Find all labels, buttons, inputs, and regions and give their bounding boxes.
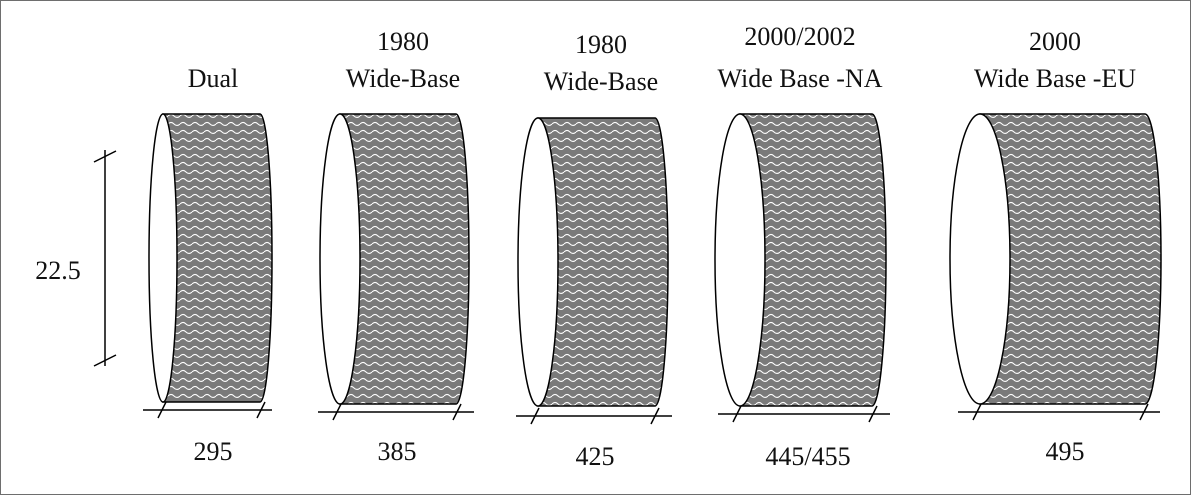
width-tick-left	[332, 403, 342, 421]
tire-title-line2: Wide-Base	[544, 67, 658, 96]
tire-2000-2002-wide-base-na: 2000/2002 Wide Base -NA 445/455	[714, 22, 890, 471]
tire-tread	[979, 113, 1162, 405]
tire-sidewall	[517, 117, 559, 407]
width-label: 295	[194, 437, 233, 466]
width-tick-right	[868, 405, 878, 423]
tire-title-line2: Wide-Base	[346, 64, 460, 93]
height-tick-top	[93, 150, 117, 163]
width-label: 425	[576, 442, 615, 471]
height-label: 22.5	[35, 256, 81, 285]
tire-title-line2: Wide Base -EU	[974, 64, 1136, 93]
tire-tread	[339, 113, 470, 405]
tire-sidewall	[148, 113, 178, 403]
tire-title-line1: 1980	[575, 30, 627, 59]
tire-1980-wide-base-425: 1980 Wide-Base 425	[516, 30, 672, 471]
tire-title-line2: Dual	[188, 64, 239, 93]
tire-2000-wide-base-eu: 2000 Wide Base -EU 495	[949, 27, 1162, 466]
width-label: 445/455	[765, 442, 850, 471]
tire-sidewall	[949, 113, 1011, 405]
tire-tread	[739, 113, 887, 407]
width-tick-left	[157, 401, 167, 419]
tire-title-line1: 2000/2002	[744, 22, 855, 51]
width-tick-right	[1139, 403, 1149, 421]
width-tick-left	[972, 403, 982, 421]
width-label: 495	[1046, 437, 1085, 466]
width-tick-left	[530, 407, 540, 425]
tire-tread	[162, 113, 273, 403]
tire-1980-wide-base-385: 1980 Wide-Base 385	[318, 27, 474, 466]
width-tick-right	[650, 407, 660, 425]
tire-sidewall	[714, 113, 766, 407]
height-tick-bottom	[93, 354, 117, 367]
width-tick-right	[452, 403, 462, 421]
tire-title-line2: Wide Base -NA	[717, 64, 882, 93]
tire-sidewall	[319, 113, 361, 405]
tire-title-line1: 1980	[377, 27, 429, 56]
tire-tread	[537, 117, 669, 407]
width-tick-left	[732, 405, 742, 423]
height-dimension: 22.5	[35, 150, 117, 367]
tire-dual: Dual 295	[143, 64, 273, 466]
width-tick-right	[256, 401, 266, 419]
tire-title-line1: 2000	[1029, 27, 1081, 56]
width-label: 385	[378, 437, 417, 466]
